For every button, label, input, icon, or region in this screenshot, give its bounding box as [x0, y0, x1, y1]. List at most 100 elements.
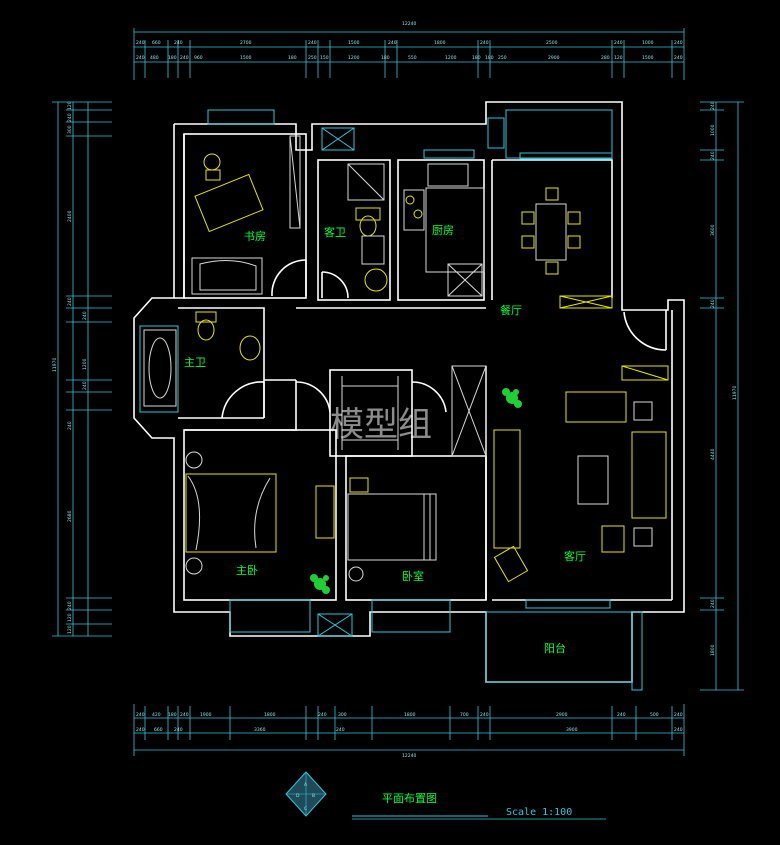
- svg-text:180: 180: [168, 712, 177, 718]
- svg-text:240: 240: [174, 40, 183, 46]
- svg-text:1900: 1900: [200, 712, 212, 718]
- svg-text:120: 120: [614, 55, 623, 61]
- svg-text:240: 240: [174, 727, 183, 733]
- svg-text:240: 240: [674, 55, 683, 61]
- label-balcony: 阳台: [544, 641, 566, 655]
- svg-text:240: 240: [480, 712, 489, 718]
- left-dimension-ticks: [66, 109, 112, 625]
- svg-text:A: A: [304, 782, 308, 788]
- svg-text:2680: 2680: [67, 510, 73, 522]
- svg-text:240: 240: [82, 381, 88, 390]
- top-dimension-ticks: [144, 40, 673, 78]
- svg-text:240: 240: [136, 727, 145, 733]
- svg-text:240: 240: [480, 40, 489, 46]
- room-labels: 书房 客卫 厨房 餐厅 主卫 客厅 主卧 卧室 阳台: [184, 224, 586, 655]
- svg-text:240: 240: [388, 40, 397, 46]
- svg-text:240: 240: [136, 55, 145, 61]
- svg-text:3600: 3600: [710, 224, 716, 236]
- svg-text:500: 500: [650, 712, 659, 718]
- svg-text:1500: 1500: [642, 55, 654, 61]
- top-dimension-chain: 12240 240 660 240 2700 240 1500 240 1800…: [133, 21, 685, 80]
- svg-text:240: 240: [710, 151, 716, 160]
- svg-text:240: 240: [308, 40, 317, 46]
- right-total-dim: 11970: [732, 386, 738, 400]
- svg-text:960: 960: [194, 55, 203, 61]
- svg-text:240: 240: [318, 712, 327, 718]
- left-total-dim: 11970: [52, 358, 58, 372]
- plant-icon: [310, 388, 522, 594]
- svg-text:250: 250: [308, 55, 317, 61]
- svg-text:240: 240: [180, 55, 189, 61]
- svg-text:D: D: [296, 793, 300, 799]
- svg-text:2900: 2900: [548, 55, 560, 61]
- svg-text:700: 700: [460, 712, 469, 718]
- svg-text:240: 240: [136, 40, 145, 46]
- svg-text:4440: 4440: [710, 448, 716, 460]
- svg-text:240: 240: [67, 297, 73, 306]
- svg-text:550: 550: [408, 55, 417, 61]
- label-bedroom: 卧室: [402, 569, 424, 583]
- svg-text:240: 240: [710, 599, 716, 608]
- svg-text:1000: 1000: [642, 40, 654, 46]
- top-row2-labels: 240 480 180 240 960 1500 180 250 150 120…: [136, 55, 683, 61]
- left-row-labels: 120 240 300 2400 240 240 1200 240 240 26…: [67, 101, 88, 634]
- scale-label: Scale 1:100: [506, 807, 572, 818]
- drawing-title: 平面布置图: [382, 792, 437, 805]
- svg-text:2700: 2700: [240, 40, 252, 46]
- label-dining: 餐厅: [500, 303, 522, 317]
- svg-text:150: 150: [320, 55, 329, 61]
- svg-text:240: 240: [617, 712, 626, 718]
- label-guest-bath: 客卫: [324, 225, 346, 239]
- svg-text:250: 250: [498, 55, 507, 61]
- furniture: [143, 135, 669, 583]
- svg-text:180: 180: [485, 55, 494, 61]
- svg-text:240: 240: [67, 113, 73, 122]
- svg-text:1800: 1800: [710, 644, 716, 656]
- svg-text:1800: 1800: [434, 40, 446, 46]
- svg-text:120: 120: [67, 613, 73, 622]
- svg-text:1800: 1800: [404, 712, 416, 718]
- svg-text:240: 240: [67, 601, 73, 610]
- svg-text:240: 240: [710, 299, 716, 308]
- doors: [221, 259, 667, 419]
- svg-text:120: 120: [67, 625, 73, 634]
- svg-text:240: 240: [614, 40, 623, 46]
- svg-text:1200: 1200: [82, 358, 88, 370]
- svg-text:240: 240: [180, 712, 189, 718]
- svg-text:1800: 1800: [264, 712, 276, 718]
- svg-text:1200: 1200: [445, 55, 457, 61]
- svg-text:420: 420: [152, 712, 161, 718]
- svg-text:1500: 1500: [240, 55, 252, 61]
- windows: [139, 109, 643, 691]
- left-dimension-chain: 11970 120 240 300 2400 240 240 1200 240 …: [52, 101, 112, 637]
- label-master-bath: 主卫: [184, 356, 206, 369]
- svg-text:3360: 3360: [254, 727, 266, 733]
- svg-text:C: C: [304, 806, 307, 812]
- svg-text:660: 660: [152, 40, 161, 46]
- svg-text:480: 480: [150, 55, 159, 61]
- svg-text:2400: 2400: [67, 210, 73, 222]
- svg-text:1500: 1500: [348, 40, 360, 46]
- svg-text:120: 120: [67, 101, 73, 110]
- label-study: 书房: [244, 230, 266, 243]
- svg-text:180: 180: [472, 55, 481, 61]
- svg-text:1000: 1000: [710, 124, 716, 136]
- svg-text:300: 300: [67, 125, 73, 134]
- bottom-dimension-ticks: [144, 706, 673, 740]
- right-dimension-chain: 240 1000 240 3600 240 4440 240 1800 1197…: [700, 101, 744, 691]
- svg-text:240: 240: [674, 712, 683, 718]
- compass-icon: A D B C: [285, 771, 327, 817]
- watermark-text: 模型组: [330, 405, 432, 445]
- svg-text:180: 180: [288, 55, 297, 61]
- svg-text:2900: 2900: [556, 712, 568, 718]
- label-living: 客厅: [564, 549, 586, 563]
- label-master-bedroom: 主卧: [236, 564, 258, 577]
- svg-text:240: 240: [674, 727, 683, 733]
- label-kitchen: 厨房: [432, 224, 454, 237]
- svg-text:240: 240: [67, 421, 73, 430]
- svg-text:180: 180: [381, 55, 390, 61]
- svg-text:660: 660: [154, 727, 163, 733]
- svg-text:300: 300: [338, 712, 347, 718]
- bottom-row2-labels: 240 660 240 3360 240 3900 240: [136, 727, 683, 733]
